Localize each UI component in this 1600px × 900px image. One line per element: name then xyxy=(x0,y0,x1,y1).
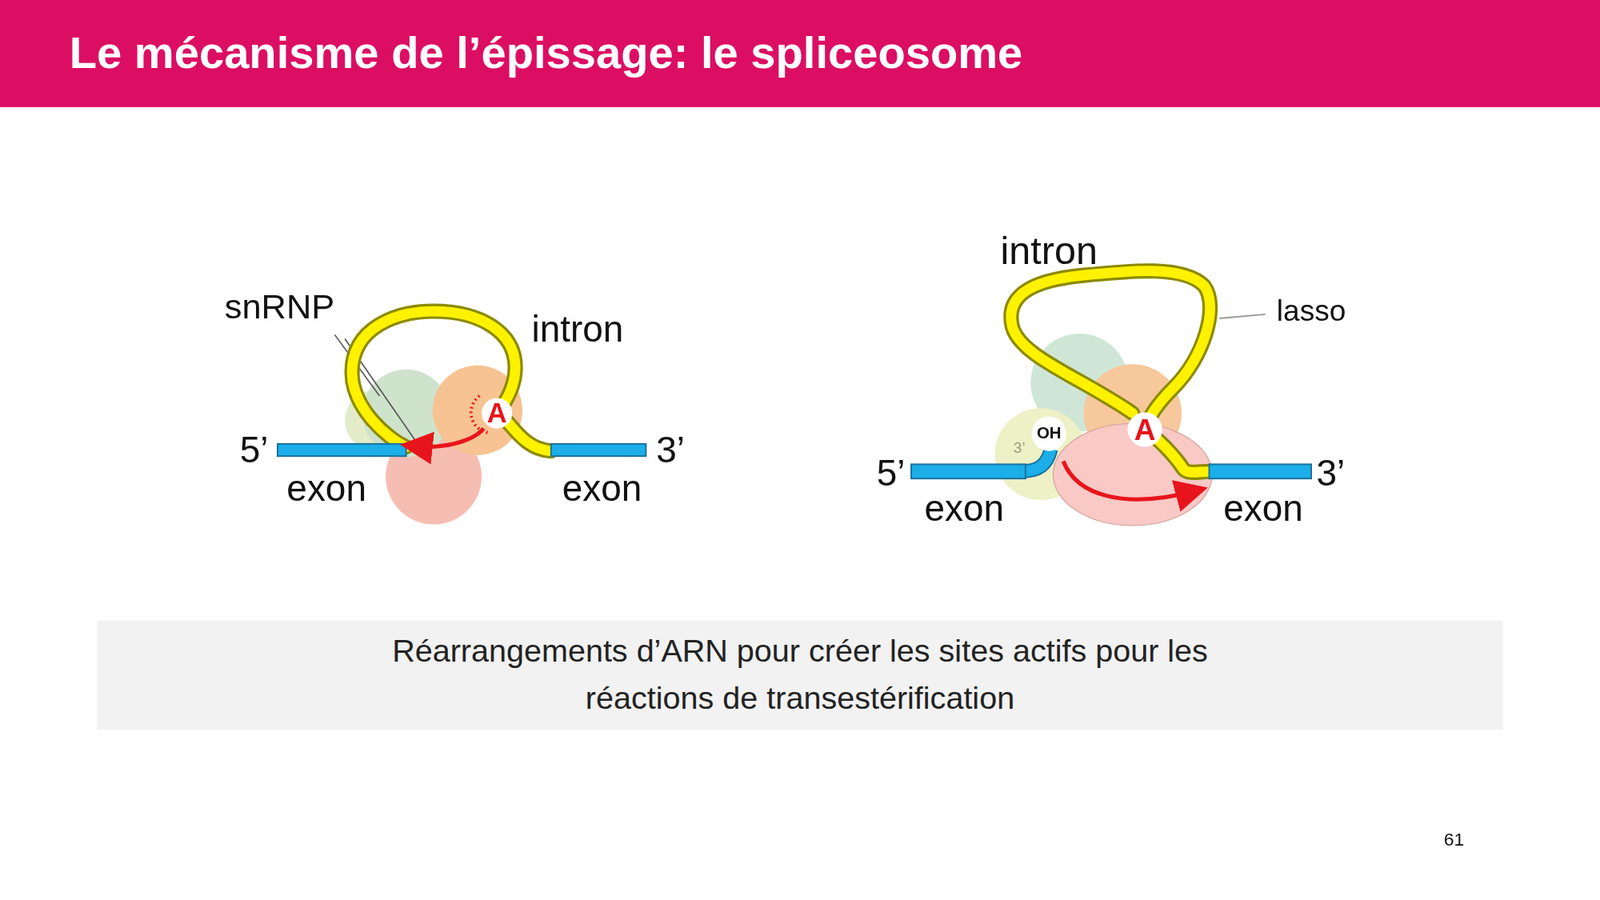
end-label: 3’ xyxy=(656,432,685,469)
caption-band: Réarrangements d’ARN pour créer les site… xyxy=(96,620,1504,730)
header-band: Le mécanisme de l’épissage: le spliceoso… xyxy=(0,0,1600,108)
part-label: exon xyxy=(562,470,643,508)
end-label: 5’ xyxy=(876,455,906,492)
page-number: 61 xyxy=(1444,830,1465,849)
part-label: intron xyxy=(1000,232,1098,271)
second-attack-arrow xyxy=(1063,461,1196,500)
branch-point-circle: A xyxy=(1127,412,1162,447)
end-label: 5’ xyxy=(240,432,269,469)
exon-bar xyxy=(277,444,407,456)
part-label: exon xyxy=(924,489,1005,527)
node-text: A xyxy=(487,399,508,427)
lasso-outline xyxy=(1011,271,1211,473)
node-text: OH xyxy=(1036,425,1062,442)
lasso-strand xyxy=(1011,271,1211,473)
nucleophilic-attack-arrow xyxy=(412,428,484,448)
intron-strand xyxy=(352,311,552,452)
branch-point-circle: A xyxy=(481,397,512,428)
leader-line xyxy=(1219,314,1265,319)
end-label: 3’ xyxy=(1013,439,1026,455)
exon-bar xyxy=(1208,464,1312,479)
part-label: lasso xyxy=(1276,296,1346,327)
hydroxyl-circle: OH xyxy=(1032,416,1067,451)
part-label: intron xyxy=(532,311,624,348)
node-text: A xyxy=(1134,414,1156,444)
slide-title: Le mécanisme de l’épissage: le spliceoso… xyxy=(69,30,1024,76)
intron-outline xyxy=(352,311,552,452)
caption-text: Réarrangements d’ARN pour créer les site… xyxy=(376,627,1224,723)
exon-bar xyxy=(911,464,1026,479)
exon-bar xyxy=(551,444,647,456)
part-label: exon xyxy=(1223,489,1304,527)
end-label: 3’ xyxy=(1316,455,1345,492)
part-label: exon xyxy=(286,470,367,508)
part-label: snRNP xyxy=(224,288,335,324)
